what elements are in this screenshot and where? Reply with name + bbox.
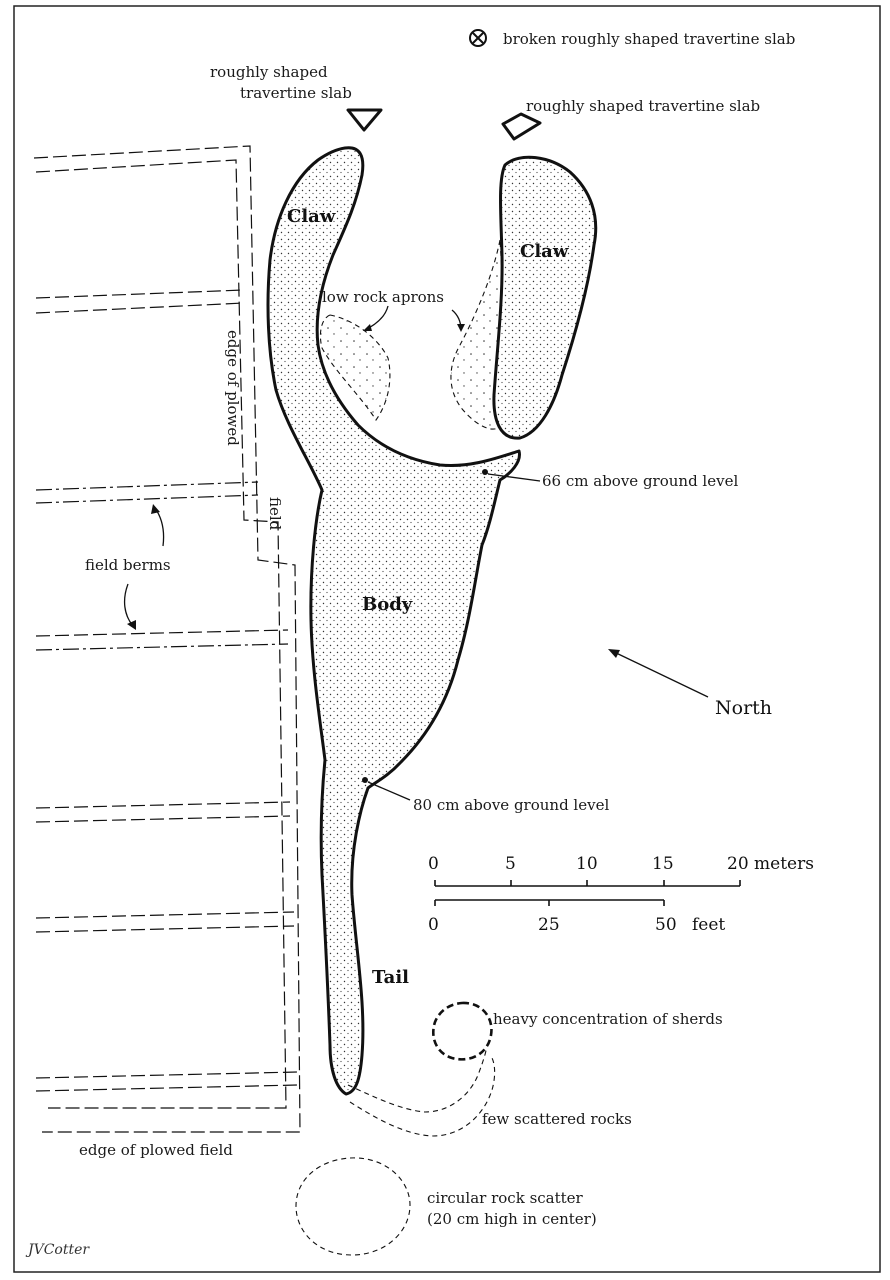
- signature: JVCotter: [25, 1242, 90, 1258]
- effigy-mound-right-claw: [492, 155, 598, 440]
- north-label: North: [715, 697, 772, 719]
- sherds-label: heavy concentration of sherds: [493, 1010, 723, 1028]
- berm-arrow-down: [123, 583, 134, 627]
- scale-feet-50: 50: [655, 915, 677, 935]
- elevation-point-80: [362, 777, 368, 783]
- effigy-mound-body: [266, 146, 521, 1096]
- field-berms-label: field berms: [85, 556, 171, 574]
- arrow-head-icon: [363, 324, 372, 331]
- scattered-rocks-label: few scattered rocks: [482, 1110, 632, 1128]
- arrow-head-icon: [127, 620, 136, 630]
- slab-right-icon: [501, 112, 542, 141]
- scale-meters-15: 15: [652, 854, 674, 874]
- elevation-66-label: 66 cm above ground level: [542, 472, 738, 490]
- scale-bar: [434, 880, 741, 906]
- claw-left-label: Claw: [287, 206, 336, 227]
- rock-apron-left: [319, 314, 391, 421]
- field-berms: [35, 289, 299, 1092]
- scale-meters-10: 10: [576, 854, 598, 874]
- arrow-head-icon: [151, 504, 160, 514]
- edge-plowed-vertical-b: field: [266, 497, 284, 531]
- elevation-80-label: 80 cm above ground level: [413, 796, 609, 814]
- scale-meters-5: 5: [505, 854, 516, 874]
- north-arrow-head-icon: [608, 649, 620, 658]
- slab-left-label-line2: travertine slab: [240, 84, 352, 102]
- scale-meters-0: 0: [428, 854, 439, 874]
- elevation-point-66: [482, 469, 488, 475]
- plowed-field-edge-inner: [35, 159, 287, 1109]
- circular-rock-scatter: [295, 1157, 411, 1256]
- arrow-head-icon: [457, 324, 465, 332]
- body-label: Body: [362, 594, 413, 615]
- slab-left-icon: [346, 108, 383, 132]
- slab-right-label: roughly shaped travertine slab: [526, 97, 760, 115]
- circular-scatter-label-line1: circular rock scatter: [427, 1189, 584, 1207]
- circular-scatter-label-line2: (20 cm high in center): [427, 1210, 597, 1228]
- north-arrow: [611, 650, 709, 698]
- scattered-rocks-band-inner: [349, 1057, 496, 1137]
- scale-meters-20: 20 meters: [727, 854, 814, 874]
- scale-feet-25: 25: [538, 915, 560, 935]
- elevation-leader-66: [487, 473, 541, 482]
- sherd-concentration: [431, 1001, 493, 1061]
- scale-feet-0: 0: [428, 915, 439, 935]
- map-frame: [13, 5, 881, 1273]
- slab-left-label-line1: roughly shaped: [210, 63, 328, 81]
- scale-feet-unit: feet: [692, 915, 725, 935]
- claw-right-label: Claw: [520, 241, 569, 262]
- edge-plowed-vertical-a: edge of plowed: [224, 330, 242, 446]
- edge-plowed-bottom-label: edge of plowed field: [79, 1141, 233, 1159]
- plowed-field-edge-outer: [33, 145, 301, 1133]
- elevation-leader-80: [367, 781, 411, 801]
- scattered-rocks-band-outer: [347, 1049, 487, 1113]
- low-rock-aprons-label: low rock aprons: [322, 288, 444, 306]
- legend-text: broken roughly shaped travertine slab: [503, 30, 795, 48]
- tail-label: Tail: [372, 967, 409, 988]
- legend-symbol-icon: [469, 29, 487, 47]
- berm-arrow-up: [154, 507, 165, 547]
